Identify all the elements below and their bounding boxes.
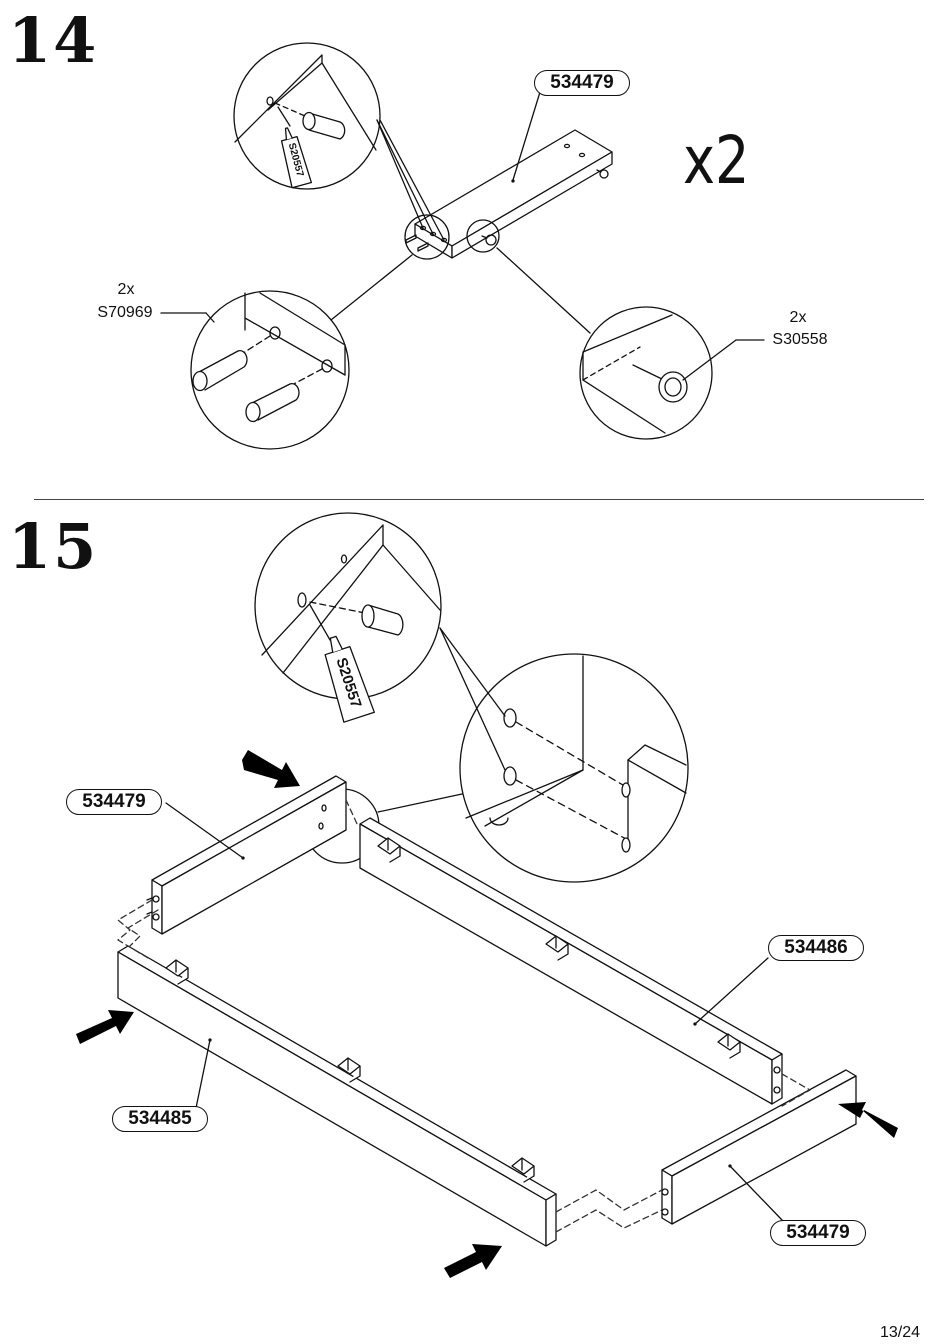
step15-dashed-guides xyxy=(117,799,811,1233)
step15-rail-front xyxy=(117,945,557,1247)
step14-detail-dowels xyxy=(160,254,413,450)
step15-detail-glue: S20557 xyxy=(254,512,442,723)
step14-dowel-qty: 2x xyxy=(117,281,135,298)
step-14-number: 14 xyxy=(8,4,99,77)
step14-glide-qty: 2x xyxy=(789,309,807,326)
step15-detail-joint xyxy=(439,627,689,883)
step14-multiplier: x2 xyxy=(683,122,750,199)
step15-rail-back xyxy=(359,817,783,1105)
step14-small-dowels xyxy=(405,234,429,252)
step14-panel xyxy=(405,91,613,259)
arrow-bottom-icon xyxy=(444,1244,502,1278)
step15-label-end-right: 534479 xyxy=(770,1220,866,1246)
step14-dowel-code: S70969 xyxy=(97,304,153,321)
step14-detail-glue: S20557 xyxy=(233,42,445,241)
step14-glide-code: S30558 xyxy=(772,331,828,348)
step15-label-rail-back: 534486 xyxy=(768,935,864,961)
step14-part-label: 534479 xyxy=(534,70,630,96)
step14-callout-end xyxy=(404,214,450,260)
step15-label-end-left: 534479 xyxy=(66,789,162,815)
step14-drawing: S20557 xyxy=(160,42,765,450)
step14-callout-glide xyxy=(466,219,500,253)
step15-arrows xyxy=(76,750,898,1278)
arrow-left-icon xyxy=(76,1010,134,1044)
step-15-number: 15 xyxy=(8,510,99,583)
step15-drawing: S20557 xyxy=(76,512,898,1278)
step15-end-left xyxy=(146,775,347,935)
arrow-right-icon xyxy=(838,1102,898,1138)
arrow-top-left-icon xyxy=(242,750,300,788)
page-number: 13/24 xyxy=(879,1324,920,1341)
step-divider xyxy=(34,499,924,500)
step14-detail-glide xyxy=(496,247,765,440)
step15-label-rail-front: 534485 xyxy=(112,1106,208,1132)
step15-end-right xyxy=(661,1069,857,1225)
